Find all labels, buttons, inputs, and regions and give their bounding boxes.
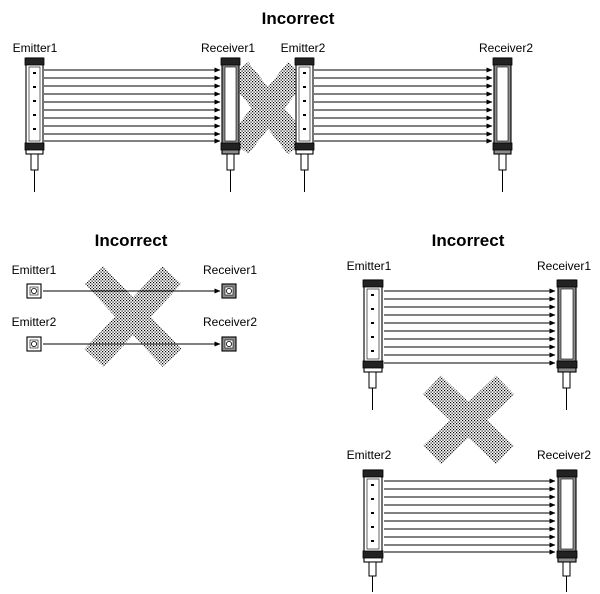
right-beams-1 bbox=[384, 288, 556, 366]
left-section: Incorrect Emitter1 Receiver1 Emitter2 Re… bbox=[12, 231, 257, 367]
right-emitter1-label: Emitter1 bbox=[347, 259, 392, 273]
top-receiver2-bar bbox=[492, 57, 513, 192]
left-emitter2-label: Emitter2 bbox=[12, 315, 57, 329]
right-emitter2-label: Emitter2 bbox=[347, 448, 392, 462]
top-section: Incorrect Emitter1 Receiver1 Emitter2 Re… bbox=[13, 9, 533, 192]
top-receiver2-label: Receiver2 bbox=[479, 41, 533, 55]
top-emitter1-label: Emitter1 bbox=[13, 41, 58, 55]
top-section-title: Incorrect bbox=[262, 9, 335, 28]
right-emitter2-bar bbox=[362, 469, 384, 592]
right-interference-x-mark bbox=[423, 375, 514, 465]
top-receiver1-label: Receiver1 bbox=[201, 41, 255, 55]
top-receiver1-bar bbox=[220, 57, 241, 192]
left-receiver1-label: Receiver1 bbox=[203, 263, 257, 277]
right-beams-2 bbox=[384, 478, 556, 555]
left-emitter2-sensor bbox=[26, 336, 42, 352]
left-emitter1-sensor bbox=[26, 283, 42, 299]
top-emitter1-bar bbox=[24, 57, 45, 192]
left-interference-x-mark bbox=[84, 266, 182, 367]
right-emitter1-bar bbox=[362, 279, 384, 410]
right-receiver2-label: Receiver2 bbox=[537, 448, 591, 462]
right-receiver2-bar bbox=[556, 469, 578, 592]
right-section: Incorrect Emitter1 Receiver1 Emitter2 Re… bbox=[347, 231, 591, 592]
right-section-title: Incorrect bbox=[432, 231, 505, 250]
top-interference-x-mark bbox=[227, 61, 309, 155]
left-section-title: Incorrect bbox=[95, 231, 168, 250]
top-emitter2-bar bbox=[294, 57, 315, 192]
left-receiver2-label: Receiver2 bbox=[203, 315, 257, 329]
top-emitter2-label: Emitter2 bbox=[281, 41, 326, 55]
right-receiver1-label: Receiver1 bbox=[537, 259, 591, 273]
left-receiver2-sensor bbox=[221, 336, 237, 352]
top-beams-2 bbox=[314, 67, 493, 144]
top-beams-1 bbox=[44, 67, 221, 144]
left-emitter1-label: Emitter1 bbox=[12, 263, 57, 277]
right-receiver1-bar bbox=[556, 279, 578, 410]
left-receiver1-sensor bbox=[221, 283, 237, 299]
